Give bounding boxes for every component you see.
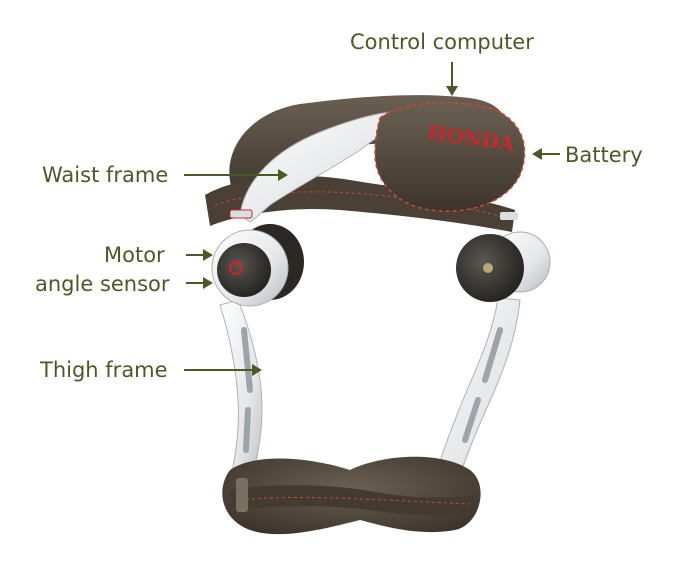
label-angle-sensor: angle sensor [35,272,170,296]
label-waist-frame: Waist frame [42,163,169,187]
label-control-computer: Control computer [350,30,534,54]
label-thigh-frame: Thigh frame [40,358,168,382]
callout-arrows [184,62,560,376]
label-motor: Motor [104,243,165,267]
battery-pack-shape [374,101,526,212]
label-battery: Battery [565,143,643,167]
